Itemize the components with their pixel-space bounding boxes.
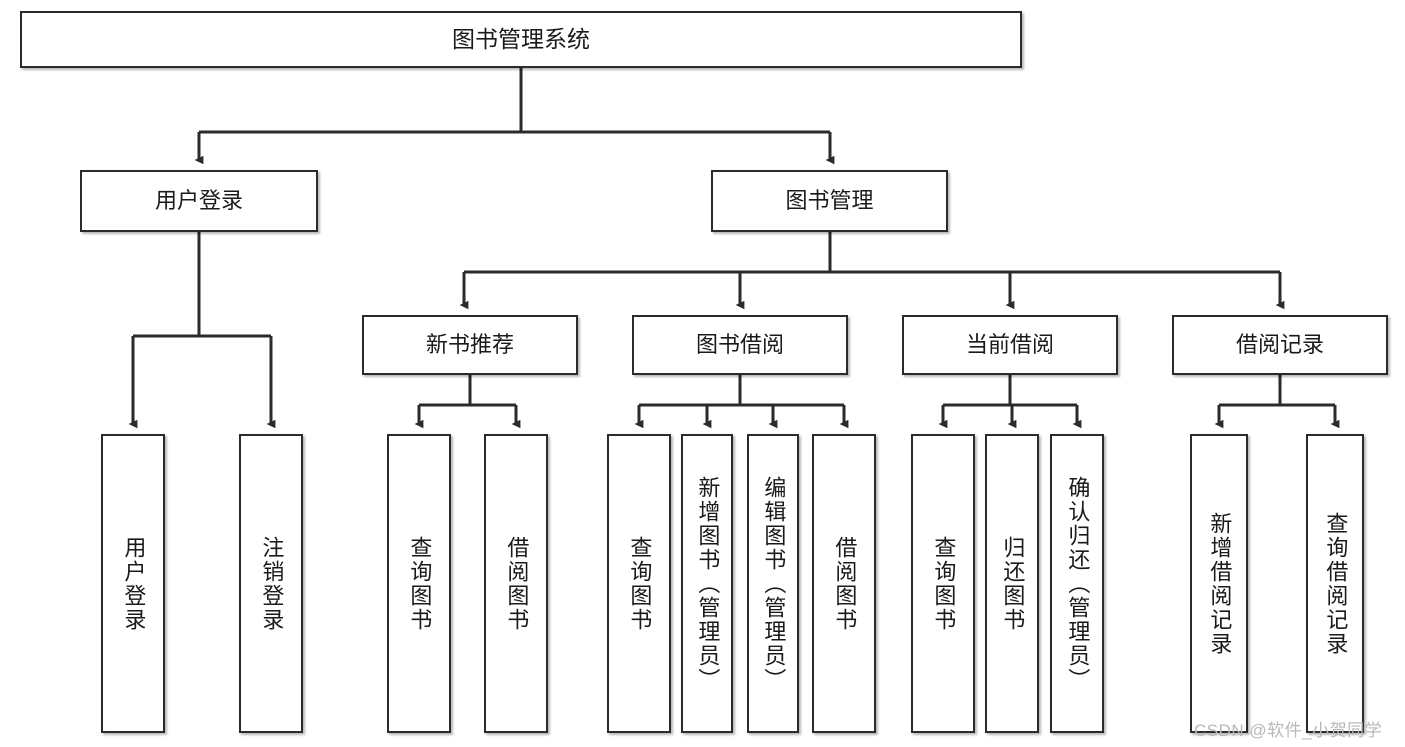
node-root[interactable]: 图书管理系统	[20, 11, 1022, 68]
node-leaf-borrow-book-2[interactable]: 借阅图书	[812, 434, 876, 733]
node-leaf-return-book[interactable]: 归还图书	[985, 434, 1039, 733]
node-leaf-query-record-label: 查询借阅记录	[1323, 511, 1349, 656]
node-new-book-rec-label: 新书推荐	[425, 332, 514, 358]
node-current-borrow[interactable]: 当前借阅	[902, 315, 1118, 375]
node-book-manage[interactable]: 图书管理	[711, 170, 948, 232]
node-leaf-borrow-book-1[interactable]: 借阅图书	[484, 434, 548, 733]
node-leaf-logout-label: 注销登录	[259, 535, 285, 632]
csdn-watermark: CSDN @软件_小贺同学	[1194, 721, 1383, 740]
node-leaf-return-book-label: 归还图书	[1000, 535, 1026, 632]
node-root-label: 图书管理系统	[452, 26, 590, 53]
node-leaf-logout[interactable]: 注销登录	[239, 434, 303, 733]
node-book-borrow[interactable]: 图书借阅	[632, 315, 848, 375]
node-user-login-label: 用户登录	[154, 188, 243, 214]
node-borrow-record-label: 借阅记录	[1235, 332, 1324, 358]
node-leaf-query-book-1-label: 查询图书	[407, 535, 433, 632]
node-leaf-query-book-1[interactable]: 查询图书	[387, 434, 451, 733]
node-leaf-borrow-book-2-label: 借阅图书	[832, 535, 858, 632]
node-leaf-confirm-return-label: 确认归还（管理员）	[1065, 475, 1091, 692]
node-leaf-add-record[interactable]: 新增借阅记录	[1190, 434, 1248, 733]
node-leaf-user-login-label: 用户登录	[121, 535, 147, 632]
node-leaf-add-book[interactable]: 新增图书（管理员）	[681, 434, 733, 733]
node-leaf-query-book-2-label: 查询图书	[627, 535, 653, 632]
node-new-book-rec[interactable]: 新书推荐	[362, 315, 578, 375]
node-leaf-edit-book[interactable]: 编辑图书（管理员）	[747, 434, 799, 733]
node-user-login[interactable]: 用户登录	[80, 170, 318, 232]
node-current-borrow-label: 当前借阅	[965, 332, 1054, 358]
node-leaf-add-record-label: 新增借阅记录	[1207, 511, 1233, 656]
node-book-manage-label: 图书管理	[785, 188, 874, 214]
node-leaf-query-record[interactable]: 查询借阅记录	[1306, 434, 1364, 733]
node-leaf-edit-book-label: 编辑图书（管理员）	[761, 475, 787, 692]
node-leaf-user-login[interactable]: 用户登录	[101, 434, 165, 733]
node-book-borrow-label: 图书借阅	[695, 332, 784, 358]
node-leaf-borrow-book-1-label: 借阅图书	[504, 535, 530, 632]
node-leaf-query-book-3-label: 查询图书	[931, 535, 957, 632]
node-borrow-record[interactable]: 借阅记录	[1172, 315, 1388, 375]
node-leaf-query-book-3[interactable]: 查询图书	[911, 434, 975, 733]
node-leaf-query-book-2[interactable]: 查询图书	[607, 434, 671, 733]
node-leaf-add-book-label: 新增图书（管理员）	[695, 475, 721, 692]
node-leaf-confirm-return[interactable]: 确认归还（管理员）	[1050, 434, 1104, 733]
